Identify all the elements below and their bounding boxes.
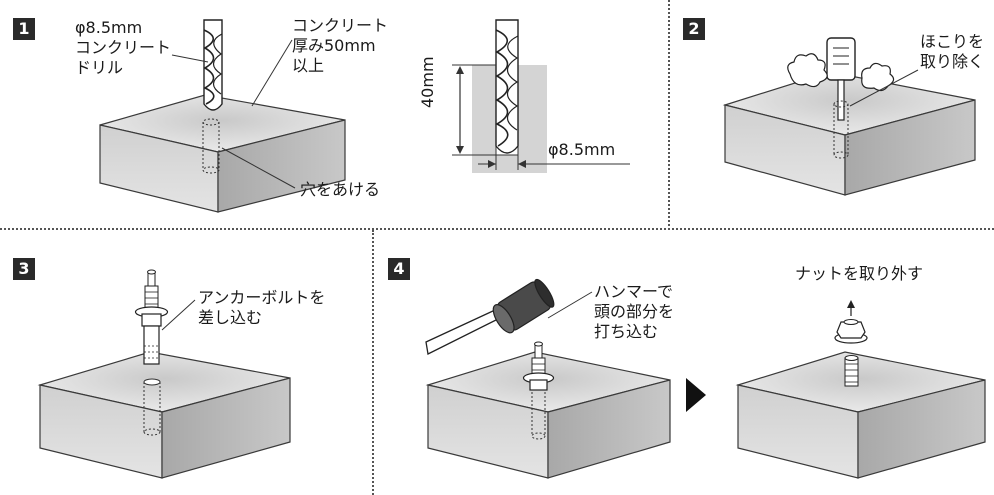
dust-leader-line (849, 69, 919, 107)
drill-leader-line (171, 54, 209, 63)
step1-hole-dashed (202, 118, 220, 174)
hole-label: 穴をあける (300, 180, 381, 199)
hammer-leader-line (547, 291, 593, 319)
step2-dust-clouds (787, 53, 895, 92)
bolt-insert-label: アンカーボルトを 差し込む (198, 288, 326, 327)
next-arrow-icon (686, 378, 706, 412)
step4-anchor-bolt-inserted (522, 341, 555, 440)
concrete-thickness-label: コンクリート 厚み50mm 以上 (292, 16, 389, 75)
step3-concrete-block (37, 351, 291, 479)
step4-concrete-block-hammer (425, 351, 671, 479)
nut-removal-label: ナットを取り外す (795, 264, 924, 283)
separator-vertical-bottom (372, 230, 374, 495)
step1-concrete-block (99, 94, 346, 213)
diameter-label: φ8.5mm (548, 140, 616, 159)
step2-concrete-block (722, 71, 976, 196)
step4-concrete-block-nut (735, 351, 986, 479)
step4-exposed-bolt (844, 355, 859, 387)
step2-blower-nozzle (826, 37, 856, 121)
hammer-label: ハンマーで 頭の部分を 打ち込む (594, 282, 675, 341)
step3-hole-dashed (143, 378, 161, 436)
step-badge-2: 2 (683, 18, 705, 40)
bolt-leader-line (161, 299, 196, 331)
step-badge-3: 3 (13, 258, 35, 280)
depth-label: 40mm (418, 56, 437, 108)
separator-vertical-top (668, 0, 670, 226)
drill-label: φ8.5mm コンクリート ドリル (75, 18, 172, 77)
step1-drill-bit (203, 19, 223, 111)
concrete-leader-line (251, 39, 293, 107)
step4-removed-nut (834, 300, 868, 344)
hole-leader-line (221, 147, 296, 189)
separator-horizontal (0, 228, 994, 230)
step4-hammer (425, 278, 555, 355)
step-badge-4: 4 (388, 258, 410, 280)
step2-hole-dashed (833, 100, 849, 159)
step3-anchor-bolt (134, 269, 169, 365)
dust-removal-label: ほこりを 取り除く (920, 32, 985, 71)
step-badge-1: 1 (13, 18, 35, 40)
depth-detail-diagram (452, 19, 630, 173)
